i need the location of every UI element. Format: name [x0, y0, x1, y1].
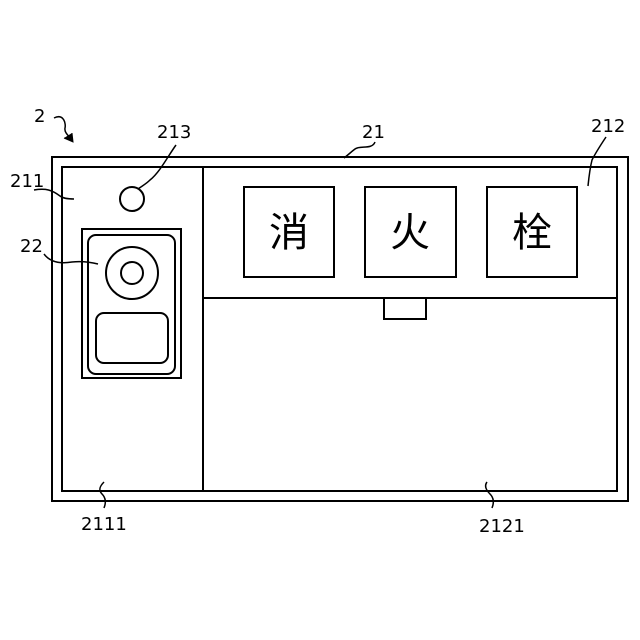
alarm-unit-inner [88, 235, 175, 374]
alarm-speaker-inner [121, 262, 143, 284]
leader-right-compartment [588, 137, 606, 186]
leader-left-door-bottom [100, 482, 105, 508]
leader-housing [344, 142, 375, 158]
char-panel-2-text: 火 [390, 210, 430, 256]
char-panel-3-text: 栓 [512, 210, 552, 256]
leader-right-door-bottom [486, 482, 494, 508]
alarm-speaker-outer [106, 247, 158, 299]
label-indicator-lamp: 213 [157, 122, 191, 143]
label-left-door-bottom: 2111 [81, 514, 127, 535]
leader-device-arrowhead [64, 133, 73, 142]
label-right-door-bottom: 2121 [479, 516, 525, 537]
label-housing: 21 [362, 122, 385, 143]
indicator-lamp [120, 187, 144, 211]
label-left-compartment: 211 [10, 171, 44, 192]
char-panel-1-text: 消 [269, 210, 309, 256]
latch-tab [384, 298, 426, 319]
label-right-compartment: 212 [591, 116, 625, 137]
label-alarm-unit: 22 [20, 236, 43, 257]
alarm-button [96, 313, 168, 363]
label-device: 2 [34, 106, 45, 127]
